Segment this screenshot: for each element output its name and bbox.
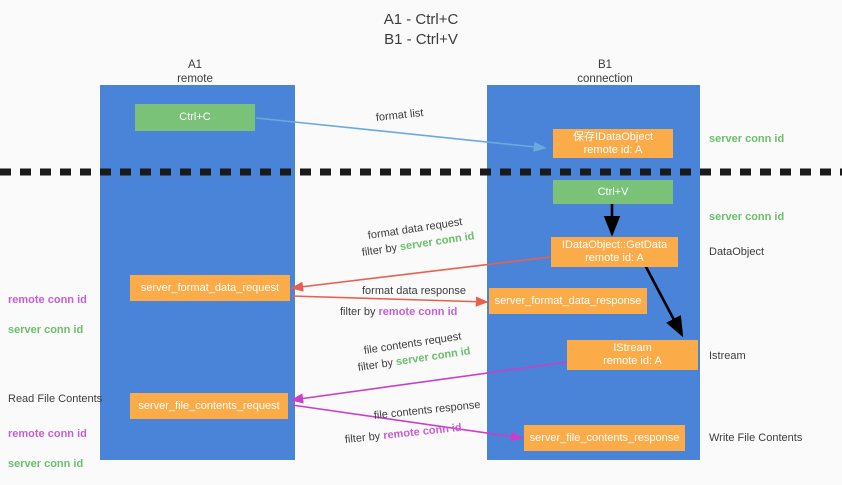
token-remote-conn-id: remote conn id xyxy=(378,306,458,318)
node-istream[interactable]: IStream remote id: A xyxy=(567,340,698,370)
node-ctrl-c[interactable]: Ctrl+C xyxy=(135,104,255,131)
label-dataobject: DataObject xyxy=(709,246,765,258)
node-save-idataobject[interactable]: 保存IDataObject remote id: A xyxy=(553,129,673,158)
node-idataobject-getdata[interactable]: IDataObject::GetData remote id: A xyxy=(551,237,678,267)
label-conn-pair-top: remote conn id server conn id xyxy=(8,278,87,353)
filter-prefix: filter by xyxy=(361,241,401,259)
label-istream: Istream xyxy=(709,350,746,362)
edge-label-format-data-response-filter: filter by remote conn id xyxy=(340,305,457,320)
label-server-conn-id: server conn id xyxy=(8,458,84,470)
token-remote-conn-id: remote conn id xyxy=(382,421,463,442)
page-title: A1 - Ctrl+C B1 - Ctrl+V xyxy=(383,11,459,48)
edge-label-format-data-response: format data response xyxy=(362,285,466,297)
edge-label-file-contents-response-filter: filter by remote conn id xyxy=(344,421,462,448)
edge-label-file-contents-response: file contents response xyxy=(373,398,482,422)
label-server-conn-id-mid: server conn id xyxy=(709,211,785,223)
column-header-b1: B1 connection xyxy=(577,59,633,85)
filter-prefix: filter by xyxy=(344,430,384,446)
edge-label-format-list: format list xyxy=(375,107,425,124)
node-server-format-data-request[interactable]: server_format_data_request xyxy=(130,275,290,301)
label-remote-conn-id: remote conn id xyxy=(8,428,87,440)
node-server-format-data-response[interactable]: server_format_data_response xyxy=(489,288,647,314)
node-ctrl-v[interactable]: Ctrl+V xyxy=(553,180,673,204)
label-server-conn-id-top: server conn id xyxy=(709,133,785,145)
label-write-file-contents: Write File Contents xyxy=(709,432,803,444)
column-header-a1: A1 remote xyxy=(177,59,213,85)
label-conn-pair-bottom: remote conn id server conn id xyxy=(8,412,87,485)
label-read-file-contents: Read File Contents xyxy=(8,393,103,405)
label-server-conn-id: server conn id xyxy=(8,324,84,336)
node-server-file-contents-request[interactable]: server_file_contents_request xyxy=(130,393,288,419)
filter-prefix: filter by xyxy=(340,306,379,318)
filter-prefix: filter by xyxy=(357,356,397,374)
node-server-file-contents-response[interactable]: server_file_contents_response xyxy=(524,425,685,451)
label-remote-conn-id: remote conn id xyxy=(8,294,87,306)
